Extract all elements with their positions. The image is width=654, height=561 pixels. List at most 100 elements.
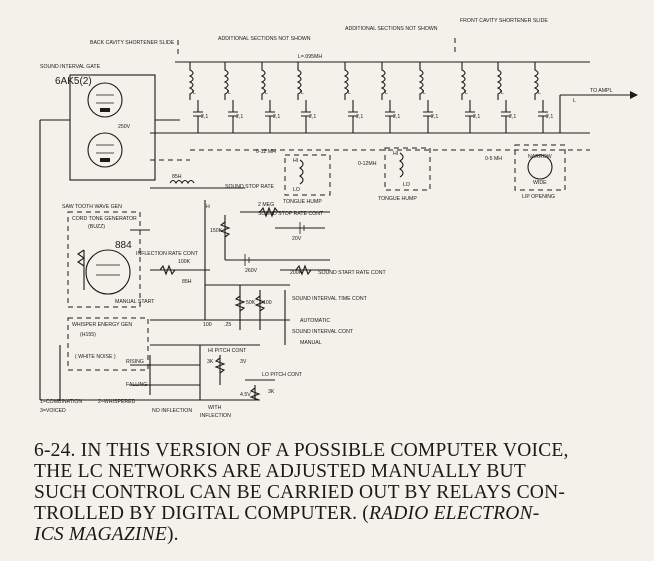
label-mh-2: 0-12MH — [358, 161, 377, 167]
label-no-inflection: NO INFLECTION — [152, 408, 192, 414]
label-manual: MANUAL — [300, 340, 322, 346]
caption-line-3: SUCH CONTROL CAN BE CARRIED OUT BY RELAY… — [34, 482, 566, 503]
label-rising: RISING — [126, 359, 144, 365]
capacitor — [465, 100, 475, 133]
label-20v: 20V — [292, 236, 302, 242]
inductor-label: L — [501, 90, 504, 96]
label-legend-2: 2=WHISPERED — [98, 399, 136, 405]
capacitor-label: 2,1 — [431, 114, 438, 120]
inductor-coil — [380, 62, 386, 100]
inductor-coil — [223, 62, 229, 100]
label-lo-1: LO — [293, 187, 300, 193]
capacitor-label: 2,1 — [546, 114, 553, 120]
label-manual-start: MANUAL START — [115, 299, 155, 305]
tongue-hump-box-2 — [384, 147, 431, 191]
label-inflection: INFLECTION — [200, 413, 231, 419]
caption-source-italic-1: RADIO ELECTRON- — [369, 503, 540, 524]
label-additional-2: ADDITIONAL SECTIONS NOT SHOWN — [345, 26, 438, 32]
label-sound-interval-gate: SOUND INTERVAL GATE — [40, 64, 101, 70]
tube-6ak5-pair — [39, 74, 180, 400]
inductor-coil — [296, 62, 302, 100]
lc-ladder-network — [150, 38, 638, 161]
label-hi-pitch-cont: HI PITCH CONT — [208, 348, 247, 354]
inductor-coil — [533, 62, 539, 100]
label-inflection-rate-cont: INFLECTION RATE CONT — [136, 251, 199, 257]
label-l-out: L — [573, 98, 576, 104]
label-sawtooth: SAW TOOTH WAVE GEN — [62, 204, 122, 210]
inductor-coil — [343, 62, 349, 100]
label-2meg: 2 MEG — [258, 202, 274, 208]
caption-line-5b: ). — [166, 524, 179, 545]
label-85h-1: 85H — [172, 174, 182, 180]
capacitor — [501, 100, 511, 133]
caption-line-4: TROLLED BY DIGITAL COMPUTER. (RADIO ELEC… — [34, 503, 634, 524]
label-150k: 150K — [210, 228, 223, 234]
label-50k: 50K — [246, 300, 256, 306]
whisper-energy-generator — [67, 317, 175, 371]
inductor-coil — [496, 62, 502, 100]
caption-line-4a: TROLLED BY DIGITAL COMPUTER. ( — [34, 503, 370, 524]
inductor-label: L — [423, 90, 426, 96]
label-cord-tone: CORD TONE GENERATOR — [72, 216, 137, 222]
label-h: H — [206, 204, 210, 210]
label-l-value: L=.095MH — [298, 54, 322, 60]
label-260v: 260V — [245, 268, 258, 274]
capacitor-label: 2,1 — [273, 114, 280, 120]
lc-sections: L2,1L2,1L2,1L2,1L2,1L2,1L2,1L2,1L2,1L2,1 — [188, 62, 553, 133]
capacitor-label: 2,1 — [473, 114, 480, 120]
label-100b: 100 — [203, 322, 212, 328]
inductor-label: L — [385, 90, 388, 96]
inductor-label: L — [538, 90, 541, 96]
label-100a: 100 — [263, 300, 272, 306]
inductor-label: L — [348, 90, 351, 96]
figure-caption: 6-24. IN THIS VERSION OF A POSSIBLE COMP… — [34, 440, 634, 545]
label-200k: 200K — [290, 270, 303, 276]
label-tongue-hump-1: TONGUE HUMP — [283, 199, 322, 205]
lip-opening-box — [514, 144, 566, 191]
inductor-label: L — [465, 90, 468, 96]
inductor-label: L — [301, 90, 304, 96]
capacitor-label: 2,1 — [309, 114, 316, 120]
inductor-label: L — [265, 90, 268, 96]
label-to-ampl: TO AMPL — [590, 88, 613, 94]
capacitor — [348, 100, 358, 133]
capacitor — [538, 100, 548, 133]
inductor-label: L — [193, 90, 196, 96]
label-automatic: AUTOMATIC — [300, 318, 330, 324]
capacitor — [301, 100, 311, 133]
label-100k: 100K — [178, 259, 191, 265]
label-white-noise: ( WHITE NOISE ) — [75, 354, 116, 360]
label-250v: 250V — [118, 124, 131, 130]
label-falling: FALLING — [126, 382, 147, 388]
schematic-diagram: L2,1L2,1L2,1L2,1L2,1L2,1L2,1L2,1L2,1L2,1 — [39, 18, 638, 419]
caption-line-2: THE LC NETWORKS ARE ADJUSTED MANUALLY BU… — [34, 461, 526, 482]
caption-source-italic-2: ICS MAGAZINE — [34, 524, 167, 545]
capacitor-label: 2,1 — [201, 114, 208, 120]
capacitor-label: 2,1 — [393, 114, 400, 120]
label-c25: .25 — [224, 322, 231, 328]
label-mh-1: 0-12 MH — [256, 149, 276, 155]
label-sound-start-rate-cont: SOUND START RATE CONT — [318, 270, 386, 276]
inductor-coil — [418, 62, 424, 100]
inductor-coil — [260, 62, 266, 100]
label-sound-stop-rate: SOUND STOP RATE — [225, 184, 275, 190]
label-sound-stop-rate-cont: SOUND STOP RATE CONT — [258, 211, 324, 217]
tongue-hump-box-1 — [284, 154, 331, 196]
inductor-label: L — [228, 90, 231, 96]
inductor-coil — [188, 62, 194, 100]
capacitor-label: 2,1 — [356, 114, 363, 120]
label-tongue-hump-2: TONGUE HUMP — [378, 196, 417, 202]
label-hi-1: HI — [293, 158, 298, 164]
label-front-cavity: FRONT CAVITY SHORTENER SLIDE — [460, 18, 548, 24]
cord-tone-generator — [67, 211, 150, 308]
label-884: 884 — [115, 240, 132, 251]
label-legend-3: 3=VOICED — [40, 408, 66, 414]
capacitor — [228, 100, 238, 133]
label-with: WITH — [208, 405, 222, 411]
capacitor — [265, 100, 275, 133]
capacitor — [385, 100, 395, 133]
label-h155: (H155) — [80, 332, 96, 338]
label-lo-pitch-cont: LO PITCH CONT — [262, 372, 303, 378]
capacitor-label: 2,1 — [236, 114, 243, 120]
label-lip-opening: LIP OPENING — [522, 194, 555, 200]
